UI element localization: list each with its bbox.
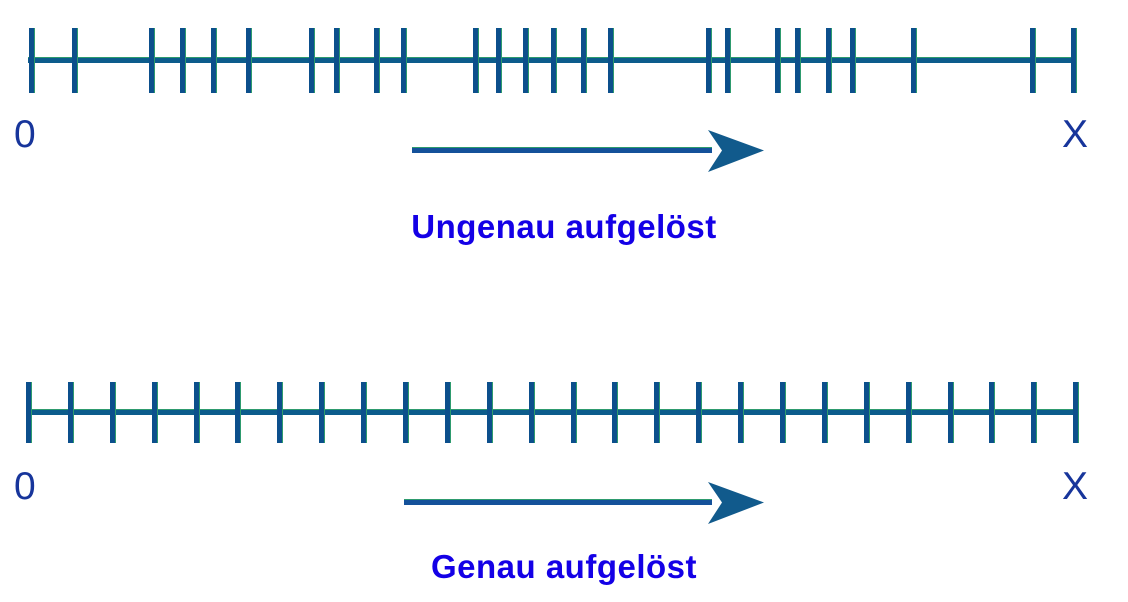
axis-tick [864, 382, 869, 443]
axis-tick [211, 28, 216, 93]
axis-tick [152, 382, 157, 443]
end-label-end-fine: X [1062, 465, 1089, 508]
axis-tick [403, 382, 408, 443]
axis-tick [277, 382, 282, 443]
axis-tick [911, 28, 916, 93]
arrow-shaft [404, 500, 712, 505]
axis-tick [401, 28, 406, 93]
arrow-shaft [412, 148, 712, 153]
axis-tick [445, 382, 450, 443]
axis-tick [235, 382, 240, 443]
axis-tick [194, 382, 199, 443]
arrow-fine [404, 480, 764, 526]
caption-coarse: Ungenau aufgelöst [411, 208, 717, 245]
axis-tick [571, 382, 576, 443]
axis-tick [738, 382, 743, 443]
axis-tick [334, 28, 339, 93]
axis-coarse [0, 22, 1128, 94]
axis-tick [826, 28, 831, 93]
arrow-head-icon [700, 480, 764, 526]
axis-tick [529, 382, 534, 443]
axis-tick [319, 382, 324, 443]
axis-tick [374, 28, 379, 93]
axis-tick [1073, 382, 1078, 443]
axis-tick [29, 28, 34, 93]
axis-tick [1071, 28, 1076, 93]
axis-tick [496, 28, 501, 93]
axis-tick [581, 28, 586, 93]
axis-tick [487, 382, 492, 443]
axis-tick [1031, 382, 1036, 443]
axis-tick [948, 382, 953, 443]
arrow-head-svg [708, 130, 764, 172]
caption-fine: Genau aufgelöst [430, 548, 698, 585]
axis-tick [523, 28, 528, 93]
axis-tick [72, 28, 77, 93]
axis-tick [473, 28, 478, 93]
axis-tick [696, 382, 701, 443]
panel-coarse: 0 X Ungenau aufgelöst [0, 0, 1128, 300]
axis-fine [0, 374, 1128, 446]
arrow-head-icon [700, 128, 764, 174]
axis-tick [822, 382, 827, 443]
axis-tick [654, 382, 659, 443]
axis-tick [775, 28, 780, 93]
axis-tick [795, 28, 800, 93]
axis-tick [246, 28, 251, 93]
axis-tick [110, 382, 115, 443]
panel-fine: 0 X Genau aufgelöst [0, 352, 1128, 602]
end-label-end-coarse: X [1062, 113, 1089, 156]
axis-tick [361, 382, 366, 443]
axis-line [28, 410, 1076, 415]
axis-tick [906, 382, 911, 443]
axis-tick [309, 28, 314, 93]
axis-tick [725, 28, 730, 93]
arrow-coarse [412, 128, 764, 174]
axis-tick [989, 382, 994, 443]
axis-tick [551, 28, 556, 93]
axis-tick [706, 28, 711, 93]
axis-tick [68, 382, 73, 443]
axis-tick [608, 28, 613, 93]
axis-tick [780, 382, 785, 443]
axis-tick [180, 28, 185, 93]
axis-tick [1030, 28, 1035, 93]
axis-tick [612, 382, 617, 443]
axis-tick [149, 28, 154, 93]
end-label-start-coarse: 0 [14, 113, 36, 156]
axis-tick [26, 382, 31, 443]
arrow-head-svg [708, 482, 764, 524]
end-label-start-fine: 0 [14, 465, 36, 508]
axis-tick [850, 28, 855, 93]
